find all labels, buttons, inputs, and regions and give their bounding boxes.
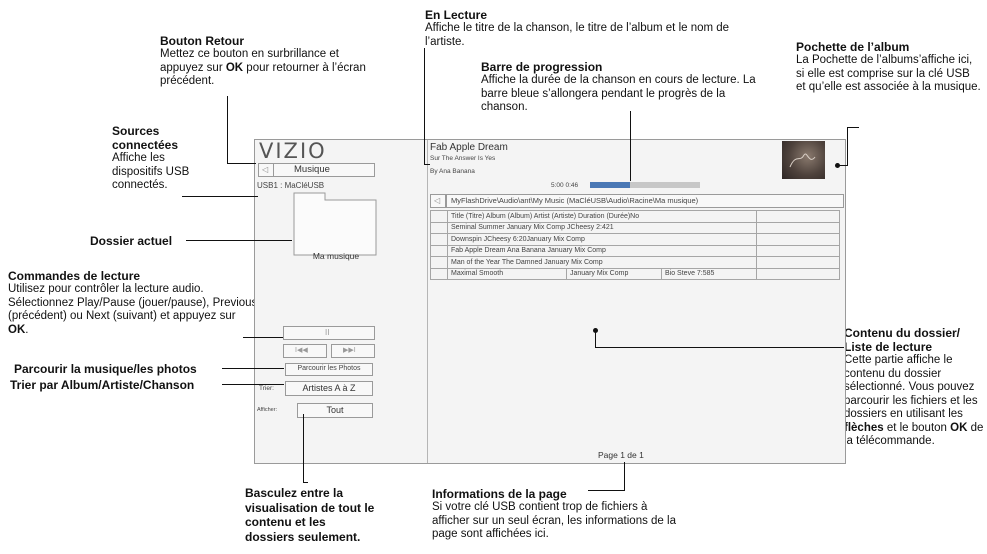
row-marker — [430, 244, 448, 257]
folder-path-bar: MyFlashDrive\Audio\ant\My Music (MaCléUS… — [446, 194, 844, 208]
callout-current-folder: Dossier actuel — [90, 234, 173, 248]
back-button[interactable]: ◁ — [258, 163, 274, 177]
callout-title: Bouton Retour — [160, 34, 244, 48]
callout-title: En Lecture — [425, 8, 488, 22]
album-line: Sur The Answer Is Yes — [430, 155, 496, 162]
playlist-row[interactable]: Fab Apple Dream Ana Banana January Mix C… — [430, 244, 840, 257]
next-icon: ▶▶I — [343, 347, 356, 354]
row-marker — [430, 233, 448, 246]
row-extra — [756, 267, 840, 280]
row-marker — [430, 210, 448, 223]
callout-description: Affiche la durée de la chanson en cours … — [481, 74, 756, 113]
playlist-row[interactable]: Downspin JCheesy 6:20January Mix Comp — [430, 233, 840, 246]
next-button[interactable]: ▶▶I — [331, 344, 375, 358]
callout-sort: Trier par Album/Artiste/Chanson — [10, 378, 195, 392]
play-pause-button[interactable]: II — [283, 326, 375, 340]
callout-description: Cette partie affiche le contenu du dossi… — [844, 354, 984, 447]
section-title: Musique — [294, 164, 330, 175]
view-value: Tout — [326, 405, 344, 415]
callout-progress-bar: Barre de progression Affiche la durée de… — [481, 60, 766, 115]
callout-back-button: Bouton Retour Mettez ce bouton en surbri… — [160, 34, 385, 89]
row-extra — [756, 221, 840, 234]
row-cell: Bio Steve 7:585 — [661, 267, 757, 280]
row-extra — [756, 244, 840, 257]
vizio-logo: VIZIO — [259, 139, 327, 163]
callout-description: La Pochette de l’albums’affiche ici, si … — [796, 54, 981, 93]
sort-value: Artistes A à Z — [302, 383, 356, 393]
album-signature-icon — [789, 153, 816, 168]
progress-track — [590, 182, 700, 188]
row-text: Seminal Summer January Mix Comp JCheesy … — [447, 221, 757, 234]
row-marker — [430, 256, 448, 269]
pane-divider — [427, 140, 428, 463]
row-marker — [430, 267, 448, 280]
row-text: Man of the Year The Damned January Mix C… — [447, 256, 757, 269]
path-back-button[interactable]: ◁ — [430, 194, 446, 208]
callout-title: Pochette de l’album — [796, 40, 910, 54]
callout-playback: Commandes de lecture Utilisez pour contr… — [8, 269, 258, 337]
callout-title: Barre de progression — [481, 60, 603, 74]
row-extra — [756, 233, 840, 246]
previous-button[interactable]: I◀◀ — [283, 344, 327, 358]
previous-icon: I◀◀ — [295, 347, 308, 354]
callout-title: Sources connectées — [112, 124, 179, 152]
progress-fill — [590, 182, 630, 188]
row-marker — [430, 221, 448, 234]
callout-page-info: Informations de la page Si votre clé USB… — [432, 487, 677, 542]
tv-music-screen: VIZIO ◁ Musique USB1 : MaCléUSB Ma musiq… — [254, 139, 846, 464]
playlist-row[interactable]: Seminal Summer January Mix Comp JCheesy … — [430, 221, 840, 234]
folder-name: Ma musique — [312, 251, 360, 261]
folder-icon[interactable] — [293, 192, 377, 256]
callout-description: Si votre clé USB contient trop de fichie… — [432, 501, 676, 540]
callout-folder-contents: Contenu du dossier/ Liste de lecture Cet… — [844, 326, 984, 449]
callout-album-art: Pochette de l’album La Pochette de l’alb… — [796, 40, 981, 95]
usb-source[interactable]: USB1 : MaCléUSB — [257, 181, 325, 190]
time-display: 5:00 0:46 — [551, 182, 579, 189]
callout-description: Affiche les dispositifs USB connectés. — [112, 152, 190, 191]
callout-sources: Sources connectées Affiche les dispositi… — [112, 124, 212, 193]
pause-icon: II — [325, 328, 330, 337]
folder-path: MyFlashDrive\Audio\ant\My Music (MaCléUS… — [451, 196, 699, 205]
callout-description: Mettez ce bouton en surbrillance et appu… — [160, 48, 366, 87]
callout-title: Commandes de lecture — [8, 269, 141, 283]
row-extra — [756, 210, 840, 223]
row-extra — [756, 256, 840, 269]
browse-photos-button[interactable]: Parcourir les Photos — [285, 363, 373, 376]
section-title-box: Musique — [273, 163, 375, 177]
album-art — [782, 141, 825, 179]
row-text: Fab Apple Dream Ana Banana January Mix C… — [447, 244, 757, 257]
row-cell: January Mix Comp — [566, 267, 662, 280]
callout-title: Informations de la page — [432, 487, 567, 501]
callout-title: Contenu du dossier/ Liste de lecture — [844, 326, 961, 354]
callout-view-toggle: Basculez entre la visualisation de tout … — [245, 486, 375, 544]
path-back-arrow-icon: ◁ — [434, 196, 441, 205]
playlist-row[interactable]: Title (Titre) Album (Album) Artist (Arti… — [430, 210, 840, 223]
callout-browse: Parcourir la musique/les photos — [14, 362, 197, 376]
song-title: Fab Apple Dream — [430, 142, 508, 153]
artist-line: By Ana Banana — [430, 168, 475, 175]
callout-now-playing: En Lecture Affiche le titre de la chanso… — [425, 8, 770, 49]
playlist-table: Title (Titre) Album (Album) Artist (Arti… — [430, 210, 840, 280]
callout-description: Affiche le titre de la chanson, le titre… — [425, 22, 730, 48]
page-indicator: Page 1 de 1 — [598, 450, 644, 460]
playlist-row[interactable]: Man of the Year The Damned January Mix C… — [430, 256, 840, 269]
row-text: Downspin JCheesy 6:20January Mix Comp — [447, 233, 757, 246]
sort-label: Trier: — [259, 385, 274, 392]
back-arrow-icon: ◁ — [262, 165, 269, 174]
browse-photos-label: Parcourir les Photos — [297, 365, 361, 372]
callout-description: Utilisez pour contrôler la lecture audio… — [8, 283, 258, 336]
view-toggle-button[interactable]: Tout — [297, 403, 373, 418]
row-cell: Maximal Smooth — [447, 267, 567, 280]
sort-dropdown[interactable]: Artistes A à Z — [285, 381, 373, 396]
row-text: Title (Titre) Album (Album) Artist (Arti… — [447, 210, 757, 223]
view-label: Afficher: — [257, 407, 278, 413]
